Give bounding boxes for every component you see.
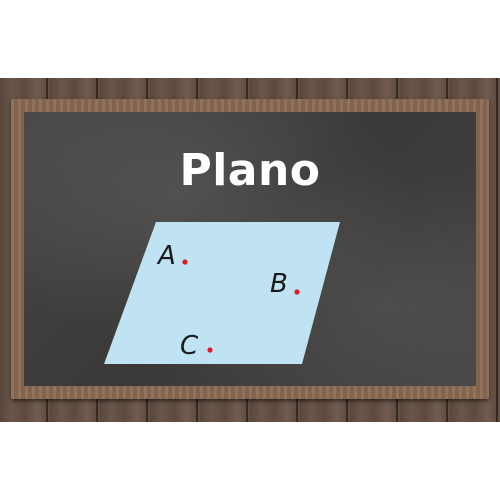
point-dot-a [182,259,188,265]
point-label-a: A [156,241,176,271]
chalkboard-title: Plano [179,145,321,196]
point-dot-c [207,347,213,353]
plane-parallelogram [104,222,340,364]
point-dot-b [294,289,300,295]
point-label-c: C [180,331,199,361]
point-label-b: B [270,269,288,299]
